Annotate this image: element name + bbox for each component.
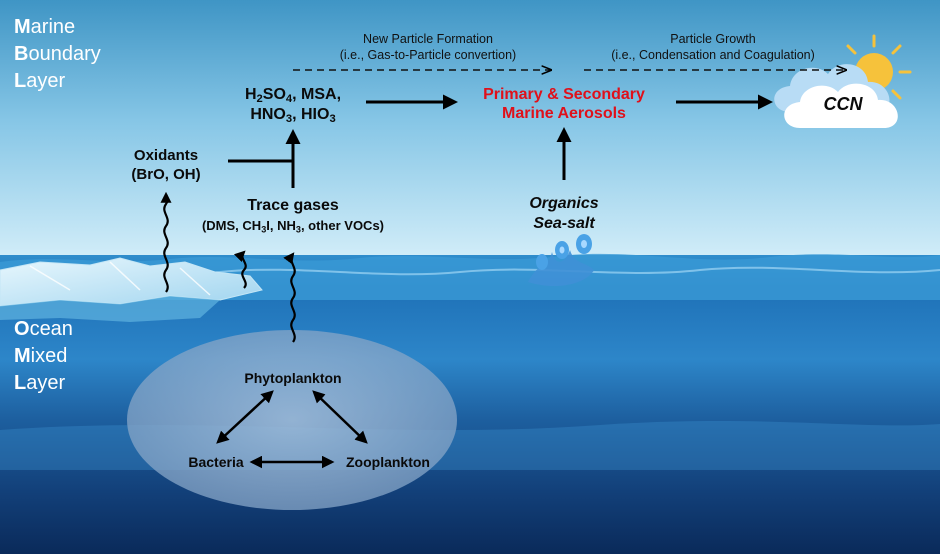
phyto-zoo-arrow bbox=[312, 390, 368, 444]
marine-boundary-layer-label: Marine Boundary Layer bbox=[14, 16, 101, 92]
acids-node: H2SO4, MSA, HNO3, HIO3 bbox=[244, 86, 342, 125]
plankton-to-gases-wavy-arrow bbox=[283, 252, 296, 343]
iceberg bbox=[0, 257, 263, 322]
growth-process-label: Particle Growth (i.e., Condensation and … bbox=[611, 32, 815, 62]
ice-to-oxidants-wavy-arrow bbox=[160, 191, 172, 293]
plankton-community-ellipse bbox=[127, 330, 457, 510]
ice-to-gases-wavy-arrow bbox=[233, 250, 247, 289]
sky-background bbox=[0, 0, 940, 268]
sea-spray-splash-icon bbox=[528, 234, 594, 287]
cloud-icon bbox=[774, 64, 898, 128]
bacteria-label: Bacteria bbox=[188, 454, 244, 470]
trace-gases-node: Trace gases (DMS, CH3I, NH3, other VOCs) bbox=[201, 197, 385, 235]
ocean-mixed-layer-label: Ocean Mixed Layer bbox=[14, 318, 73, 394]
npf-process-label: New Particle Formation (i.e., Gas-to-Par… bbox=[339, 32, 517, 62]
oxidants-node: Oxidants (BrO, OH) bbox=[131, 147, 201, 183]
emission-arrows bbox=[160, 191, 296, 343]
ccn-label: CCN bbox=[823, 94, 863, 114]
phyto-bacteria-arrow bbox=[216, 390, 274, 444]
organics-seasalt-node: Organics Sea-salt bbox=[529, 195, 599, 232]
marine-aerosols-node: Primary & Secondary Marine Aerosols bbox=[483, 86, 645, 122]
phytoplankton-label: Phytoplankton bbox=[244, 370, 342, 386]
zooplankton-label: Zooplankton bbox=[346, 454, 430, 470]
